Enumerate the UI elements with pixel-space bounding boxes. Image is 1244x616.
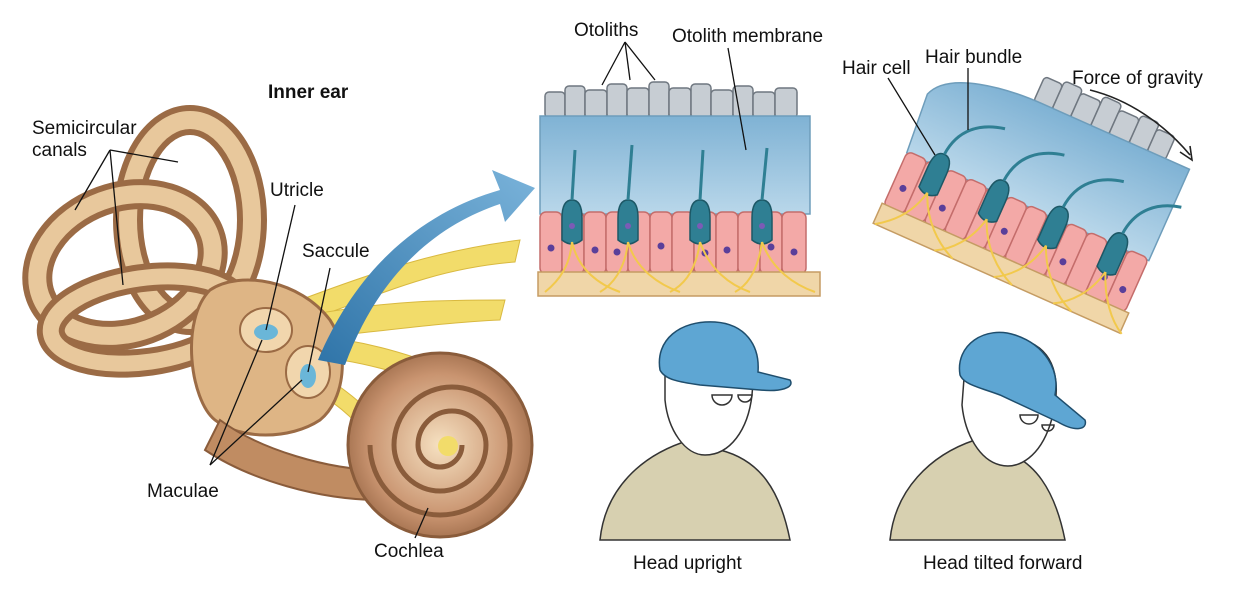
semicircular-canals: [22, 105, 267, 378]
macula-upright: [537, 81, 821, 297]
cochlea-label: Cochlea: [374, 541, 444, 562]
semicircular-canals-label: Semicircular canals: [32, 118, 137, 161]
zoom-arrow: [318, 170, 535, 365]
hair-cell-label: Hair cell: [842, 58, 911, 79]
saccule-label: Saccule: [302, 241, 370, 262]
otolith-membrane-label: Otolith membrane: [672, 26, 824, 47]
head-upright-illustration: [599, 321, 792, 541]
head-tilted-illustration: [889, 331, 1087, 541]
head-tilted-forward-label: Head tilted forward: [923, 553, 1083, 574]
cap-tilted: [958, 331, 1087, 430]
otoliths-label: Otoliths: [574, 20, 639, 41]
leader-lines: [74, 41, 969, 539]
macula-saccule: [300, 364, 316, 388]
nerve-fibers-tilted: [874, 192, 1123, 335]
hair-bundle-label: Hair bundle: [925, 47, 1023, 68]
utricle-label: Utricle: [270, 180, 324, 201]
otolith-crystals-upright: [544, 81, 798, 119]
hair-cells-upright: [561, 144, 773, 245]
inner-ear-title: Inner ear: [268, 82, 349, 103]
head-upright-label: Head upright: [633, 553, 742, 574]
otolith-membrane-upright: [539, 115, 811, 215]
force-of-gravity-label: Force of gravity: [1072, 68, 1203, 89]
cap-upright: [658, 321, 792, 392]
gravity-arrow: [1089, 89, 1194, 162]
macula-utricle: [254, 324, 278, 340]
nerve-fibers-upright: [544, 241, 816, 293]
macula-tilted: [872, 76, 1191, 335]
maculae-label: Maculae: [147, 481, 219, 502]
inner-ear-illustration: [22, 105, 534, 539]
cochlea-illustration: [346, 351, 534, 539]
